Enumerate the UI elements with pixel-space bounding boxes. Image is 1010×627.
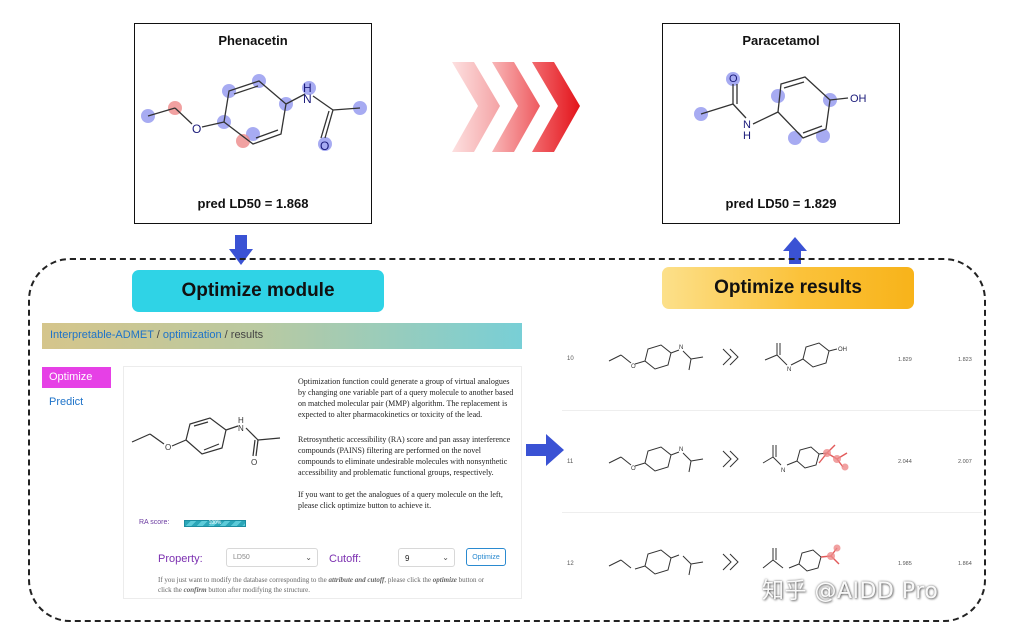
optimize-results-label: Optimize results xyxy=(662,267,914,309)
cutoff-label: Cutoff: xyxy=(329,553,362,565)
note-text: button after modifying the structure. xyxy=(206,586,311,594)
chevron-1-icon xyxy=(452,62,500,152)
note-emphasis-optimize: optimize xyxy=(432,576,457,584)
breadcrumb-results: results xyxy=(230,329,264,341)
watermark: 知乎 @AIDD Pro xyxy=(762,579,939,604)
svg-text:O: O xyxy=(631,466,636,472)
paracetamol-structure: O NH OH xyxy=(694,72,867,145)
svg-text:OH: OH xyxy=(850,93,867,105)
help-note: If you just want to modify the database … xyxy=(158,575,488,595)
cutoff-select[interactable]: 9 ⌄ xyxy=(398,548,455,567)
svg-text:O: O xyxy=(192,122,201,136)
result-row-structures xyxy=(608,544,841,576)
description-paragraph-2: Retrosynthetic accessibility (RA) score … xyxy=(298,435,511,477)
ra-score-label: RA score: xyxy=(139,519,170,526)
description-paragraph-3: If you want to get the analogues of a qu… xyxy=(298,490,503,510)
down-arrow-icon xyxy=(229,235,253,265)
source-molecule-name: Phenacetin xyxy=(218,33,288,48)
breadcrumb: Interpretable-ADMET / optimization / res… xyxy=(42,323,522,349)
right-arrow-icon xyxy=(526,434,564,466)
up-arrow-icon xyxy=(783,237,807,264)
breadcrumb-separator: / xyxy=(221,329,231,341)
result-row-structures: O N N OH xyxy=(608,342,847,373)
property-select-value: LD50 xyxy=(233,554,250,561)
chevron-3-icon xyxy=(532,62,580,152)
svg-text:N: N xyxy=(679,447,683,453)
property-select[interactable]: LD50 ⌄ xyxy=(226,548,318,567)
result-row-id: 11 xyxy=(567,459,574,465)
svg-text:N: N xyxy=(781,468,785,474)
svg-text:N: N xyxy=(743,119,751,131)
ra-score-progress: 100% xyxy=(184,520,246,527)
svg-text:O: O xyxy=(251,458,257,467)
result-value-2: 1.823 xyxy=(958,357,972,363)
note-text: button or click the xyxy=(158,576,485,594)
svg-text:OH: OH xyxy=(838,347,847,353)
svg-text:O: O xyxy=(729,73,738,85)
chevron-2-icon xyxy=(492,62,540,152)
target-ld50-prediction: pred LD50 = 1.829 xyxy=(725,196,837,211)
note-emphasis-attribute: attribute and cutoff xyxy=(328,576,385,584)
svg-text:O: O xyxy=(165,443,171,452)
breadcrumb-separator: / xyxy=(153,329,163,341)
svg-text:N: N xyxy=(679,345,683,351)
result-row-id: 10 xyxy=(567,356,574,362)
phenacetin-structure: O HN O xyxy=(141,74,367,153)
cutoff-select-value: 9 xyxy=(405,554,410,563)
query-molecule-structure: O HN O xyxy=(131,416,281,467)
svg-text:N: N xyxy=(303,92,312,106)
chevron-down-icon: ⌄ xyxy=(442,553,449,562)
target-molecule-name: Paracetamol xyxy=(742,33,820,48)
result-row-structures: O N N xyxy=(608,444,849,474)
svg-text:N: N xyxy=(238,424,244,433)
optimize-panel xyxy=(123,366,522,599)
svg-text:H: H xyxy=(303,81,312,95)
svg-text:O: O xyxy=(320,139,329,153)
result-row-id: 12 xyxy=(567,561,574,567)
note-emphasis-confirm: confirm xyxy=(183,586,207,594)
breadcrumb-optimization[interactable]: optimization xyxy=(162,329,222,341)
svg-text:N: N xyxy=(787,367,791,373)
sidebar-item-predict[interactable]: Predict xyxy=(49,396,84,408)
source-ld50-prediction: pred LD50 = 1.868 xyxy=(197,196,309,211)
optimize-module-label: Optimize module xyxy=(132,270,384,312)
result-value-2: 1.864 xyxy=(958,561,972,567)
svg-text:H: H xyxy=(238,416,244,425)
optimize-button[interactable]: Optimize xyxy=(466,548,506,566)
chevron-down-icon: ⌄ xyxy=(305,553,312,562)
breadcrumb-interpretable-admet[interactable]: Interpretable-ADMET xyxy=(50,329,154,341)
result-value-1: 2.044 xyxy=(898,459,912,465)
svg-text:O: O xyxy=(631,364,636,370)
result-value-2: 2.007 xyxy=(958,459,972,465)
note-text: , please click the xyxy=(384,576,433,584)
result-row-divider xyxy=(562,512,982,513)
note-text: If you just want to modify the database … xyxy=(158,576,329,584)
workflow-frame xyxy=(28,258,986,622)
result-value-1: 1.985 xyxy=(898,561,912,567)
transform-arrows xyxy=(452,62,580,152)
result-value-1: 1.829 xyxy=(898,357,912,363)
description-paragraph-1: Optimization function could generate a g… xyxy=(298,377,514,419)
sidebar-item-optimize[interactable]: Optimize xyxy=(42,367,111,388)
svg-text:H: H xyxy=(743,130,751,142)
property-label: Property: xyxy=(158,553,203,565)
result-row-divider xyxy=(562,410,982,411)
